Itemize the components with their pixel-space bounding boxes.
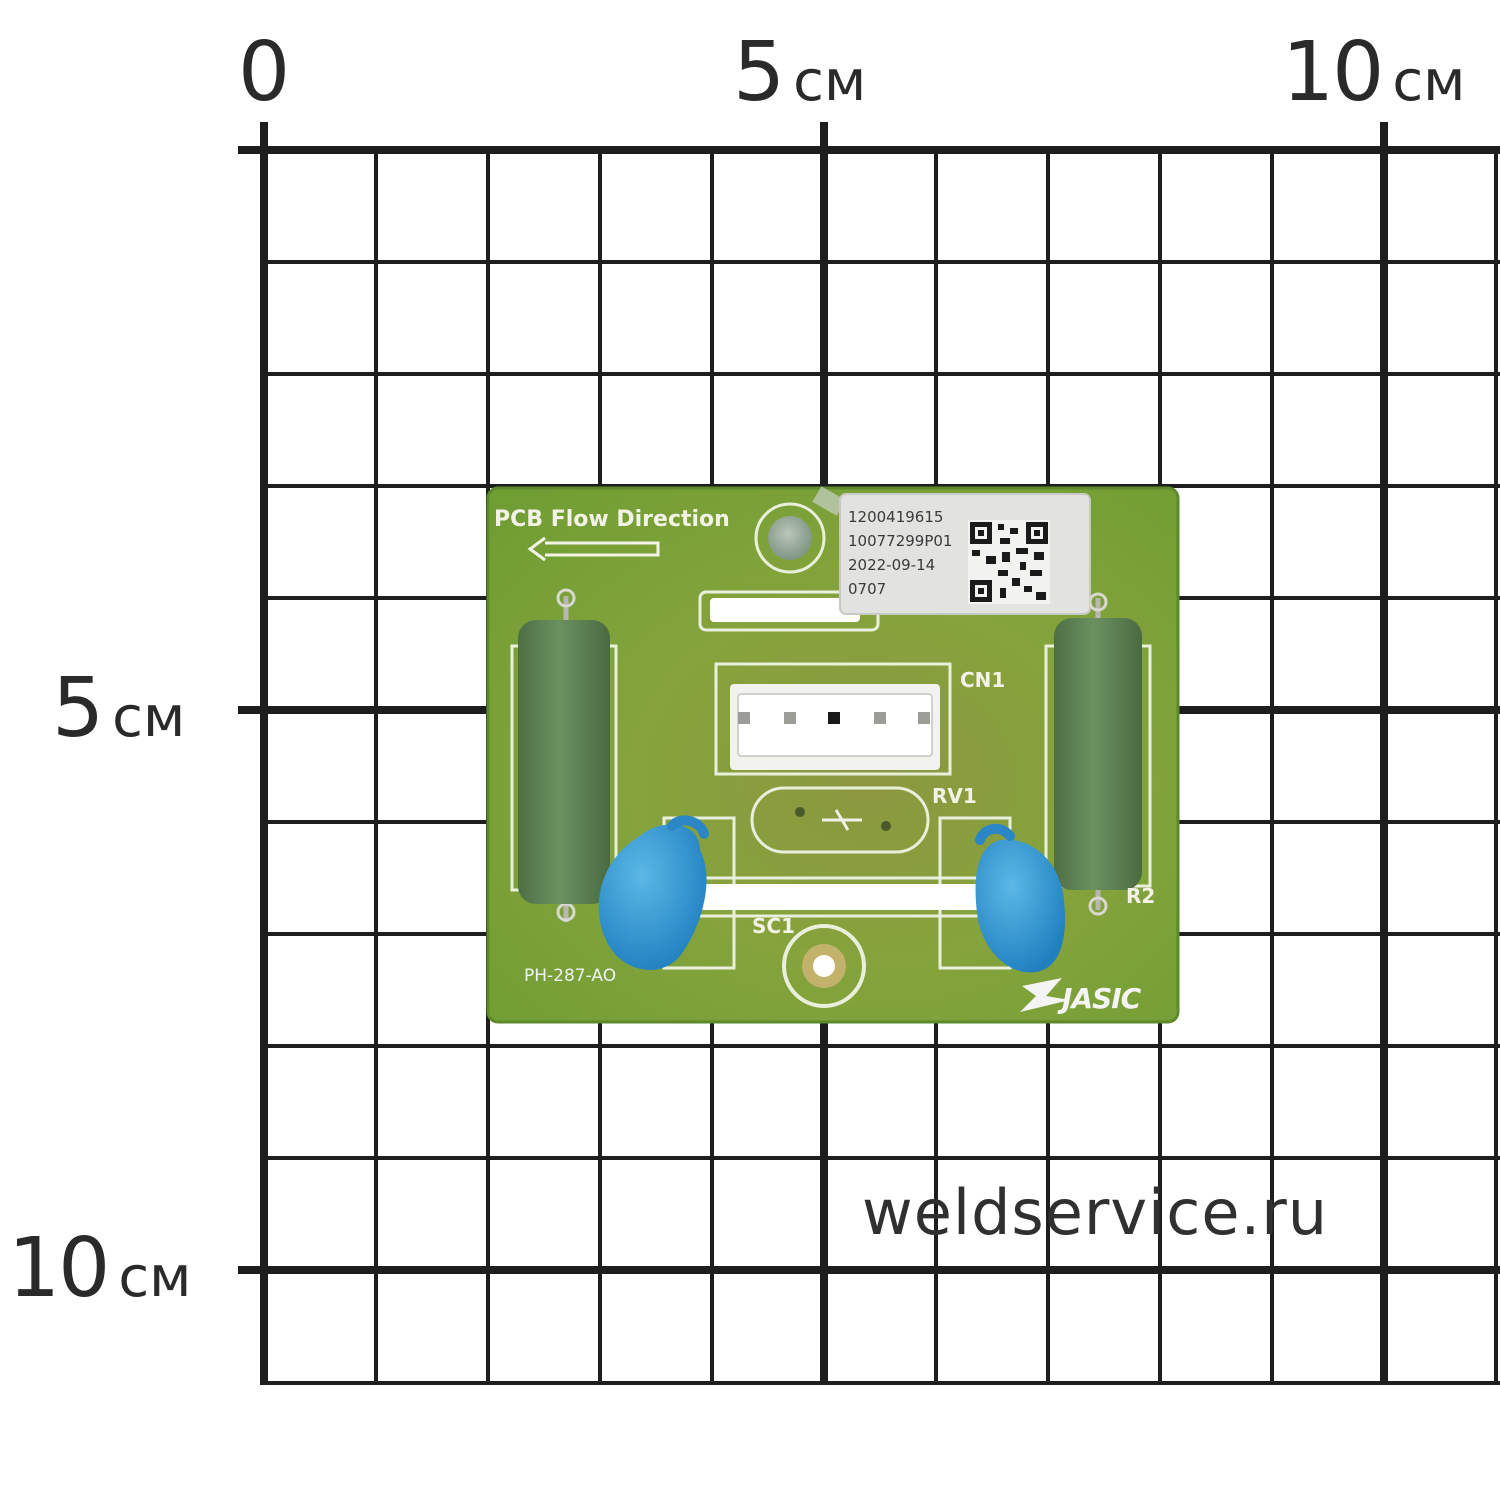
ruler-number: 0: [238, 25, 290, 120]
flow-arrow-icon: [527, 536, 660, 562]
ruler-unit: см: [793, 49, 867, 114]
brand-logo: JASIC: [1062, 982, 1141, 1015]
led-indicator: [754, 486, 846, 574]
ruler-number: 10: [1282, 25, 1384, 120]
varistor-label: RV1: [932, 784, 977, 808]
screw-label: SC1: [752, 914, 795, 938]
ruler-number: 5: [733, 25, 785, 120]
connector-cn1: [714, 662, 952, 776]
left-y-capacitor: [598, 815, 709, 970]
varistor-rv1: [750, 786, 930, 854]
jasic-logo-icon: [1020, 978, 1070, 1012]
ruler-unit: см: [1392, 49, 1466, 114]
ruler-number: 5: [52, 661, 104, 756]
right-y-capacitor: [975, 823, 1065, 973]
sticker-line-3: 2022-09-14: [848, 556, 936, 574]
site-watermark: weldservice.ru: [862, 1176, 1329, 1249]
screw-hole-sc1: [782, 924, 866, 1008]
ruler-unit: см: [118, 1245, 192, 1310]
ruler-number: 10: [8, 1221, 110, 1316]
right-power-resistor: [1044, 592, 1152, 916]
resistor-label: R2: [1126, 884, 1156, 908]
part-number: PH-287-AO: [524, 966, 617, 986]
ruler-label-top-0: 0: [238, 32, 290, 114]
sticker-line-2: 10077299P01: [848, 532, 953, 550]
ruler-unit: см: [112, 685, 186, 750]
pcb-flow-direction-text: PCB Flow Direction: [494, 507, 730, 532]
left-power-resistor: [510, 588, 618, 922]
sticker-line-4: 0707: [848, 580, 887, 598]
connector-label: CN1: [960, 668, 1006, 692]
qr-code-icon: [968, 520, 1050, 604]
sticker-line-1: 1200419615: [848, 508, 944, 526]
